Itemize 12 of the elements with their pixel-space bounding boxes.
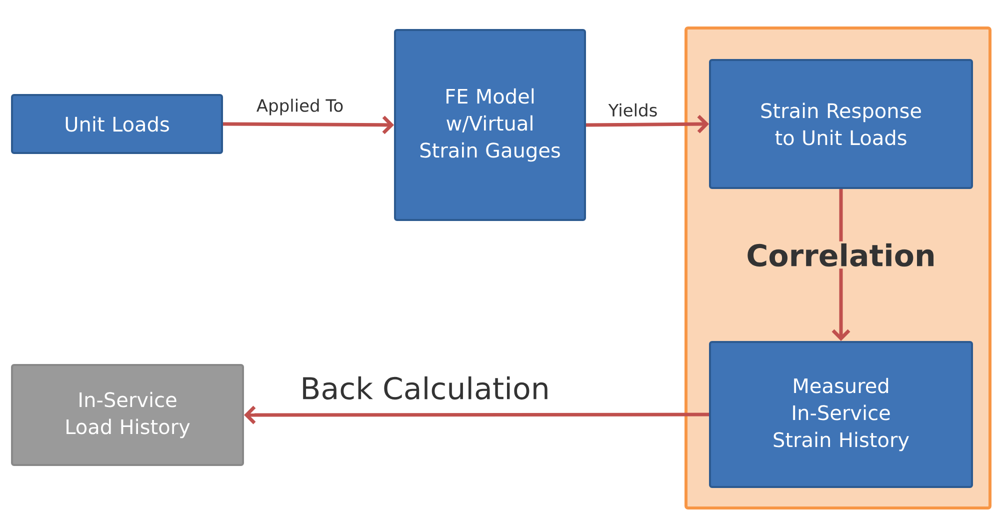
arrow	[244, 406, 709, 424]
arrow	[586, 114, 709, 134]
result-box: In-Service Load History	[11, 364, 244, 466]
process-box: FE Model w/Virtual Strain Gauges	[394, 29, 586, 221]
edge-label: Back Calculation	[303, 376, 548, 400]
process-box: Unit Loads	[11, 94, 223, 154]
process-box: Strain Response to Unit Loads	[709, 59, 973, 189]
arrow	[223, 116, 394, 134]
edge-label: Applied To	[256, 98, 343, 116]
process-box: Measured In-Service Strain History	[709, 341, 973, 488]
edge-label: Yields	[608, 103, 657, 117]
edge-label: Correlation	[744, 241, 938, 269]
